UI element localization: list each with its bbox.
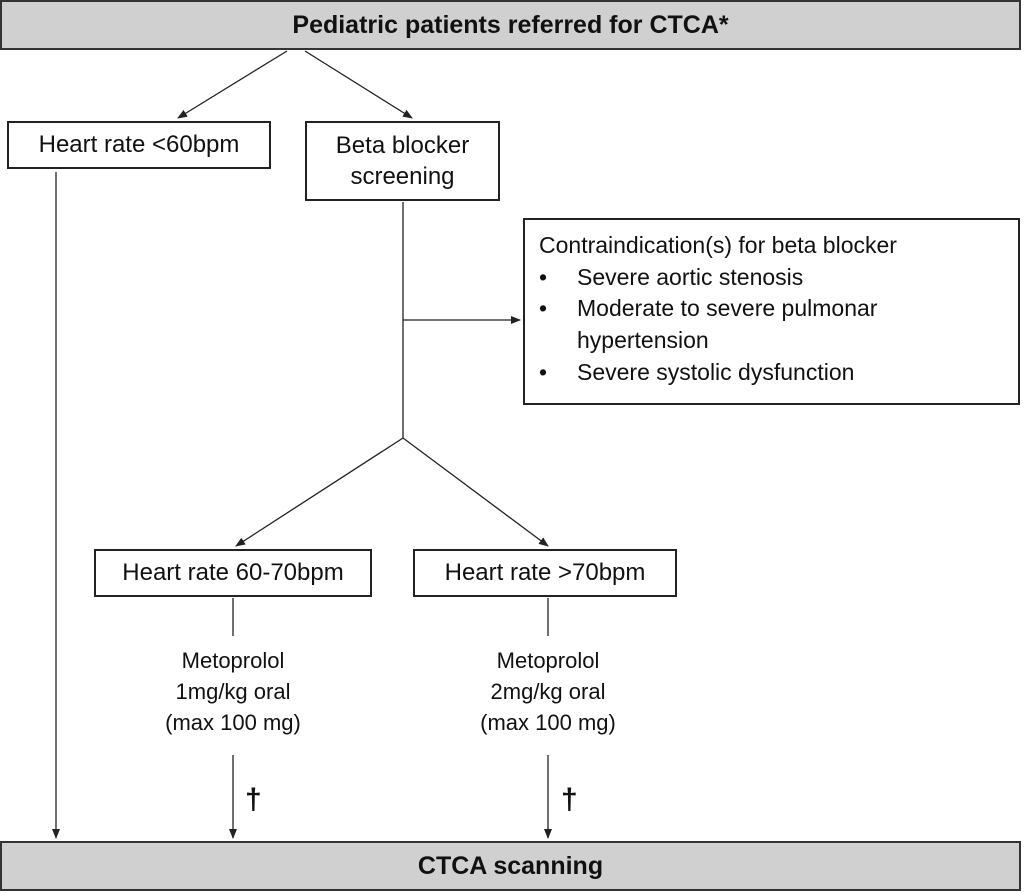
node-hr-mid-label: Heart rate 60-70bpm — [122, 559, 344, 587]
node-hr-mid: Heart rate 60-70bpm — [94, 549, 372, 597]
contraindications-list: Severe aortic stenosis Moderate to sever… — [539, 262, 1018, 389]
top-bar-label: Pediatric patients referred for CTCA* — [292, 10, 729, 39]
node-beta-screening: Beta blocker screening — [305, 121, 500, 201]
node-hr-high: Heart rate >70bpm — [413, 549, 677, 597]
bottom-bar-label: CTCA scanning — [417, 851, 604, 880]
node-beta-screening-line1: Beta blocker — [335, 131, 470, 159]
dagger-footnote-high: † — [561, 783, 578, 816]
medication-mid: Metoprolol 1mg/kg oral (max 100 mg) — [133, 645, 333, 739]
contraindication-item: Severe aortic stenosis — [539, 262, 1018, 294]
medication-high-drug: Metoprolol — [496, 648, 600, 673]
contraindications-box: Contraindication(s) for beta blocker Sev… — [523, 218, 1020, 405]
medication-mid-dose: 1mg/kg oral — [175, 679, 291, 705]
arrow-to-beta-screening — [304, 50, 413, 119]
contraindication-item: Moderate to severe pulmonar hypertension — [539, 293, 957, 356]
top-bar: Pediatric patients referred for CTCA* — [0, 0, 1021, 50]
dagger-footnote-mid: † — [245, 783, 262, 816]
arrow-to-hr-high — [402, 437, 549, 547]
node-hr-low-label: Heart rate <60bpm — [38, 131, 240, 159]
bottom-bar: CTCA scanning — [0, 841, 1021, 891]
medication-mid-max: (max 100 mg) — [165, 710, 301, 736]
node-beta-screening-line2: screening — [350, 163, 455, 190]
medication-high: Metoprolol 2mg/kg oral (max 100 mg) — [448, 645, 648, 739]
arrow-to-hr-low — [177, 50, 288, 119]
node-hr-low: Heart rate <60bpm — [7, 121, 271, 169]
contraindications-title: Contraindication(s) for beta blocker — [539, 232, 897, 258]
medication-high-dose: 2mg/kg oral — [490, 679, 606, 705]
arrow-to-hr-mid — [235, 437, 404, 547]
medication-high-max: (max 100 mg) — [480, 710, 616, 736]
node-hr-high-label: Heart rate >70bpm — [444, 559, 646, 587]
contraindication-item: Severe systolic dysfunction — [539, 357, 1018, 389]
medication-mid-drug: Metoprolol — [181, 648, 285, 673]
